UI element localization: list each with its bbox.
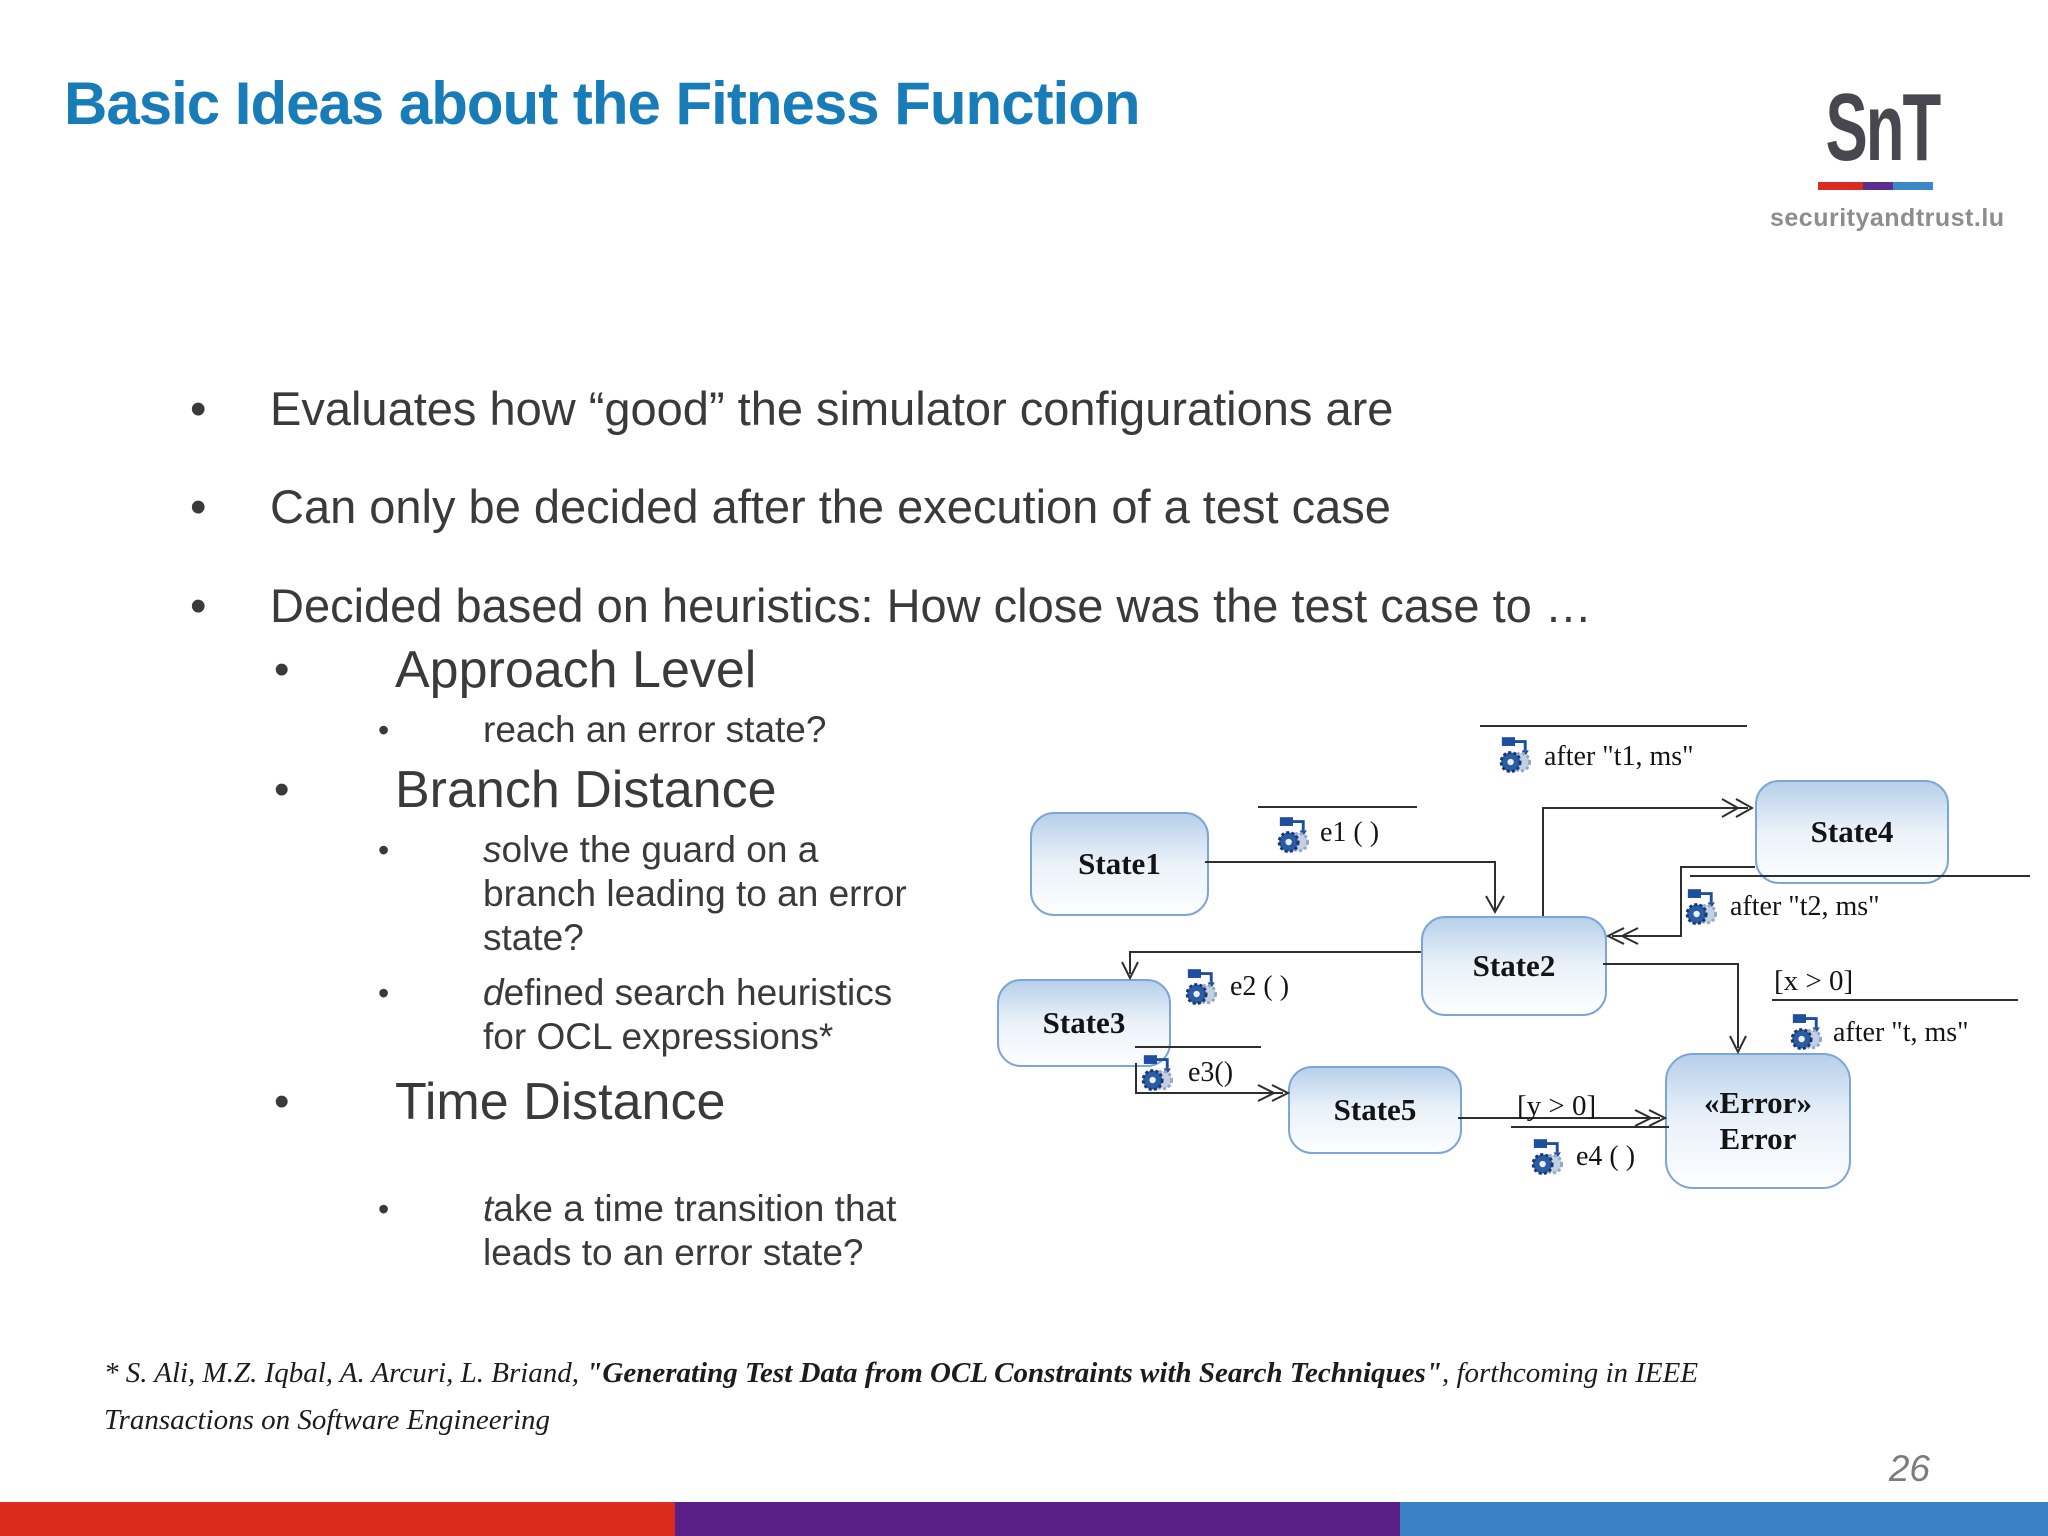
- transition-label: e1 ( ): [1320, 817, 1380, 848]
- snt-logo-bar: [1818, 182, 1933, 190]
- bullet-dot: •: [274, 765, 290, 814]
- sub-bullet-heading: • Approach Level: [274, 641, 757, 699]
- state-node: State5: [1288, 1066, 1462, 1154]
- logo-bar-red: [1818, 182, 1863, 190]
- guard-label: [y > 0]: [1517, 1090, 1597, 1122]
- trigger-icon: [1141, 1055, 1174, 1091]
- sub-bullet-item: • solve the guard on a branch leading to…: [378, 829, 907, 958]
- bullet-dot: •: [274, 1077, 290, 1126]
- trigger-icon: [1499, 737, 1532, 773]
- trigger-icon: [1277, 817, 1310, 853]
- bullet-dot: •: [190, 382, 207, 435]
- logo-bar-purple: [1863, 182, 1893, 190]
- state-node: State3: [997, 979, 1171, 1067]
- transition-label: e3(): [1188, 1057, 1234, 1088]
- bullet-dot: •: [190, 579, 207, 632]
- page-title: Basic Ideas about the Fitness Function: [64, 70, 1141, 137]
- snt-logo: SnT securityandtrust.lu: [1770, 74, 2004, 233]
- transition-label: e2 ( ): [1230, 971, 1290, 1002]
- trigger-icon: [1185, 969, 1218, 1005]
- sub-bullet-item: • take a time transition that leads to a…: [378, 1188, 897, 1273]
- state-node: State2: [1421, 916, 1607, 1016]
- page-number: 26: [1888, 1448, 1930, 1489]
- citation-authors: * S. Ali, M.Z. Iqbal, A. Arcuri, L. Bria…: [104, 1357, 587, 1389]
- transition-label: after "t1, ms": [1544, 741, 1694, 772]
- footer-bar: [0, 1502, 2048, 1536]
- citation-venue: , forthcoming in IEEE Transactions on So…: [104, 1357, 1699, 1436]
- bullet-dot: •: [378, 832, 390, 868]
- citation: * S. Ali, M.Z. Iqbal, A. Arcuri, L. Bria…: [104, 1350, 1914, 1444]
- sub-bullet-item: • defined search heuristics for OCL expr…: [378, 972, 893, 1057]
- sub-bullet-heading: • Time Distance: [274, 1073, 726, 1131]
- bullet-dot: •: [274, 645, 290, 694]
- citation-title: "Generating Test Data from OCL Constrain…: [586, 1357, 1442, 1389]
- footer-bar-purple: [675, 1502, 1400, 1536]
- bullet-dot: •: [378, 712, 390, 748]
- bullet-dot: •: [190, 480, 207, 533]
- sub-bullet-item: • reach an error state?: [378, 709, 827, 750]
- logo-bar-blue: [1893, 182, 1933, 190]
- trigger-icon: [1685, 889, 1718, 925]
- snt-logo-text: SnT: [1825, 74, 1942, 181]
- transition-label: after "t, ms": [1833, 1017, 1969, 1048]
- state-node: State4: [1755, 780, 1949, 884]
- footer-bar-blue: [1400, 1502, 2048, 1536]
- bullet-item: • Decided based on heuristics: How close…: [190, 579, 1592, 632]
- snt-logo-domain: securityandtrust.lu: [1770, 204, 2005, 232]
- sub-bullet-heading: • Branch Distance: [274, 761, 777, 819]
- guard-label: [x > 0]: [1774, 965, 1854, 997]
- error-state-node: «Error»Error: [1665, 1053, 1851, 1189]
- bullet-item: • Evaluates how “good” the simulator con…: [190, 382, 1394, 435]
- state-machine-diagram: State1 State2 State3 State4 State5 «Erro…: [990, 690, 2048, 1250]
- footer-bar-red: [0, 1502, 675, 1536]
- bullet-dot: •: [378, 1191, 390, 1227]
- transition-label: after "t2, ms": [1730, 891, 1880, 922]
- trigger-icon: [1531, 1139, 1564, 1175]
- transition-label: e4 ( ): [1576, 1141, 1636, 1172]
- state-node: State1: [1030, 812, 1209, 916]
- bullet-dot: •: [378, 975, 390, 1011]
- bullet-item: • Can only be decided after the executio…: [190, 480, 1391, 533]
- trigger-icon: [1790, 1014, 1823, 1050]
